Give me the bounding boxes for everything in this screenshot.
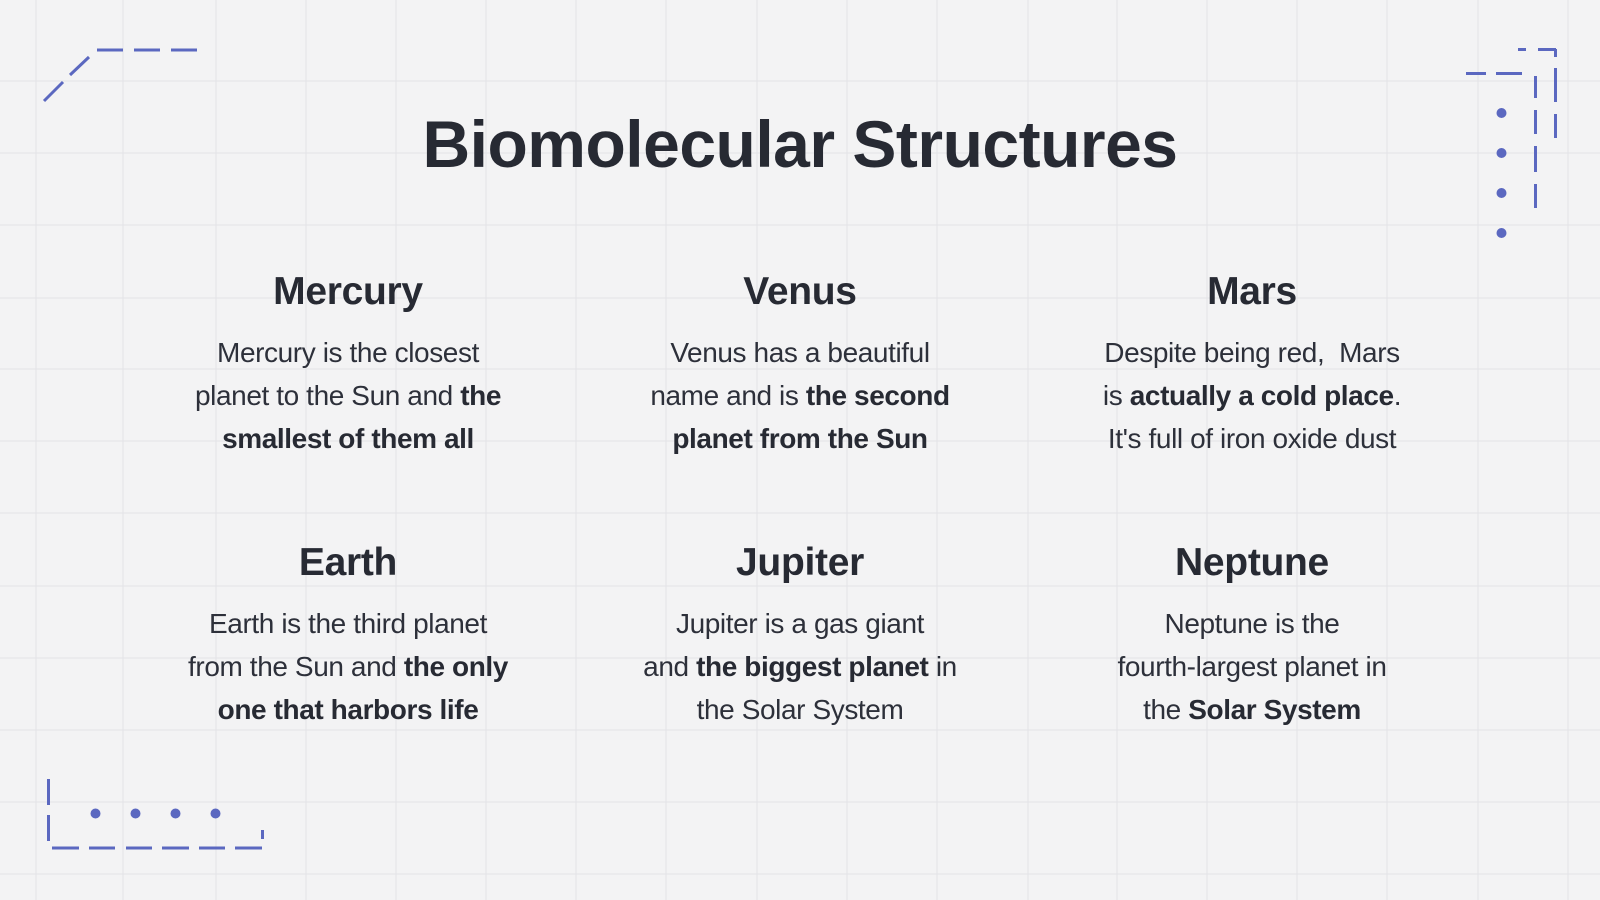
description-highlight: one that harbors life [217, 694, 479, 725]
planet-card-earth: Earth Earth is the third planet from the… [138, 538, 558, 731]
card-description: Neptune is the fourth-largest planet in … [1042, 602, 1462, 731]
description-line: Neptune is the [1164, 608, 1340, 639]
description-line: fourth-largest planet in [1117, 651, 1387, 682]
description-text: name and is [650, 380, 806, 411]
description-text: in [928, 651, 957, 682]
planet-card-neptune: Neptune Neptune is the fourth-largest pl… [1042, 538, 1462, 731]
card-description: Jupiter is a gas giant and the biggest p… [590, 602, 1010, 731]
card-description: Venus has a beautiful name and is the se… [590, 331, 1010, 460]
planet-card-venus: Venus Venus has a beautiful name and is … [590, 267, 1010, 460]
description-highlight: planet from the Sun [672, 423, 928, 454]
card-heading: Mars [1207, 270, 1297, 313]
card-heading: Neptune [1175, 541, 1329, 584]
card-heading: Venus [743, 270, 857, 313]
description-text: planet to the Sun and [194, 380, 461, 411]
description-line: the Solar System [696, 694, 904, 725]
description-text: from the Sun and [188, 651, 404, 682]
description-highlight: actually a cold place [1129, 380, 1394, 411]
planet-card-mercury: Mercury Mercury is the closest planet to… [138, 267, 558, 460]
description-line: It's full of iron oxide dust [1107, 423, 1397, 454]
description-text: the [1143, 694, 1189, 725]
description-highlight: the only [403, 651, 509, 682]
description-highlight: the biggest planet [696, 651, 929, 682]
description-highlight: smallest of them all [222, 423, 474, 454]
bottom-left-dashed-bracket-decoration [47, 779, 264, 850]
description-line: Mercury is the closest [217, 337, 479, 368]
slide-title: Biomolecular Structures [422, 107, 1178, 181]
card-heading: Jupiter [736, 541, 864, 584]
description-text: . [1393, 380, 1402, 411]
card-heading: Mercury [273, 270, 423, 313]
description-line: Despite being red, Mars [1104, 337, 1400, 368]
planet-card-mars: Mars Despite being red, Mars is actually… [1042, 267, 1462, 460]
card-heading: Earth [298, 541, 398, 584]
description-line: Jupiter is a gas giant [675, 608, 924, 639]
card-description: Despite being red, Mars is actually a co… [1042, 331, 1462, 460]
description-text: and [643, 651, 697, 682]
top-left-dashed-line-decoration [42, 48, 197, 103]
description-text: is [1102, 380, 1130, 411]
card-description: Earth is the third planet from the Sun a… [138, 602, 558, 731]
description-line: Venus has a beautiful [670, 337, 930, 368]
description-highlight: the second [805, 380, 950, 411]
description-highlight: the [460, 380, 501, 411]
description-highlight: Solar System [1188, 694, 1361, 725]
description-line: Earth is the third planet [209, 608, 487, 639]
card-description: Mercury is the closest planet to the Sun… [138, 331, 558, 460]
planet-card-jupiter: Jupiter Jupiter is a gas giant and the b… [590, 538, 1010, 731]
